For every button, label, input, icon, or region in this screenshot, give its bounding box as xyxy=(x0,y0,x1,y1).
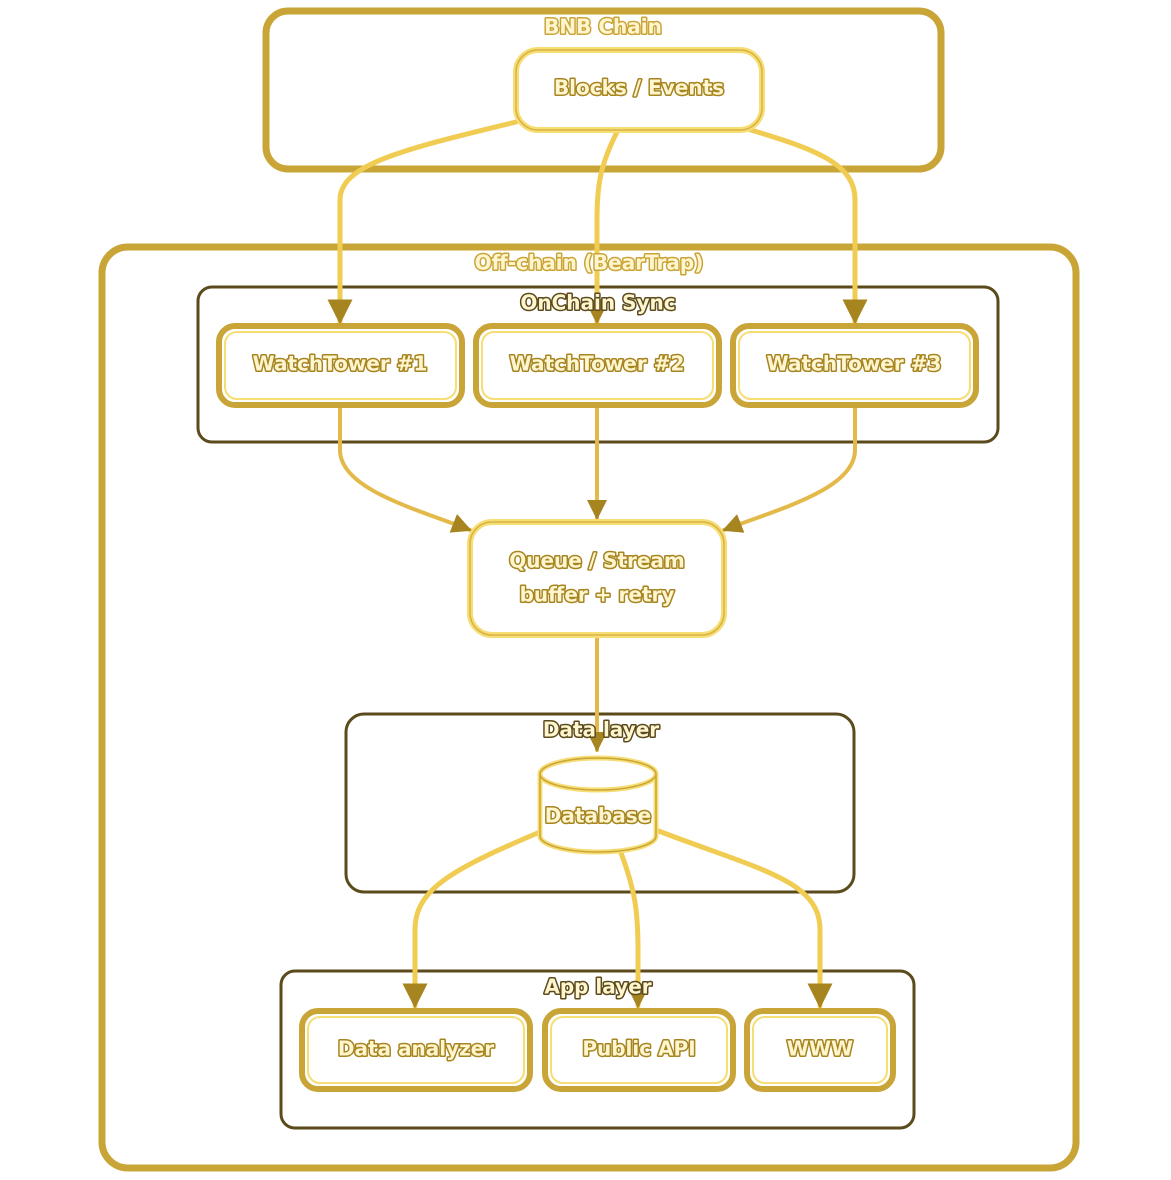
node-www xyxy=(744,1008,896,1092)
edge-blocks-to-watchtower-3 xyxy=(741,125,868,325)
edges xyxy=(327,119,868,1009)
node-label-public-api: Public API xyxy=(582,1037,695,1061)
edge-blocks-to-watchtower-2 xyxy=(584,127,621,325)
node-label-queue-line1: Queue / Stream xyxy=(509,549,685,573)
node-label-blocks-events: Blocks / Events xyxy=(554,76,724,100)
node-watchtower-2 xyxy=(473,323,722,408)
group-label-bnb-chain: BNB Chain xyxy=(544,15,662,39)
node-label-watchtower-2: WatchTower #2 xyxy=(510,352,685,376)
node-label-queue-line2: buffer + retry xyxy=(520,583,675,607)
group-data-layer xyxy=(344,712,856,894)
node-watchtower-3 xyxy=(730,323,979,408)
node-label-www: WWW xyxy=(787,1037,853,1061)
edge-database-to-public-api xyxy=(617,847,651,1009)
group-off-chain xyxy=(98,243,1080,1172)
node-label-data-analyzer: Data analyzer xyxy=(338,1037,494,1061)
off-chain-border xyxy=(98,243,1080,1172)
data-layer-border xyxy=(344,712,856,894)
edge-database-to-data-analyzer xyxy=(402,829,543,1009)
node-data-analyzer xyxy=(299,1008,533,1092)
group-label-data-layer: Data layer xyxy=(543,718,659,742)
edge-watchtower-3-to-queue xyxy=(722,404,857,533)
node-public-api xyxy=(542,1008,736,1092)
group-app-layer xyxy=(279,969,916,1130)
node-label-watchtower-1: WatchTower #1 xyxy=(253,352,428,376)
group-label-off-chain: Off-chain (BearTrap) xyxy=(475,251,704,275)
node-watchtower-1 xyxy=(216,323,465,408)
node-label-watchtower-3: WatchTower #3 xyxy=(767,352,942,376)
node-queue xyxy=(467,519,727,638)
app-layer-border xyxy=(279,969,916,1130)
edge-watchtower-1-to-queue xyxy=(338,404,472,533)
node-blocks-events xyxy=(513,47,765,133)
node-database xyxy=(537,755,659,855)
edge-blocks-to-watchtower-1 xyxy=(327,119,519,325)
node-label-database: Database xyxy=(545,804,651,828)
group-label-onchain-sync: OnChain Sync xyxy=(520,291,675,315)
edge-database-to-www xyxy=(653,827,833,1009)
group-label-app-layer: App layer xyxy=(544,975,651,999)
